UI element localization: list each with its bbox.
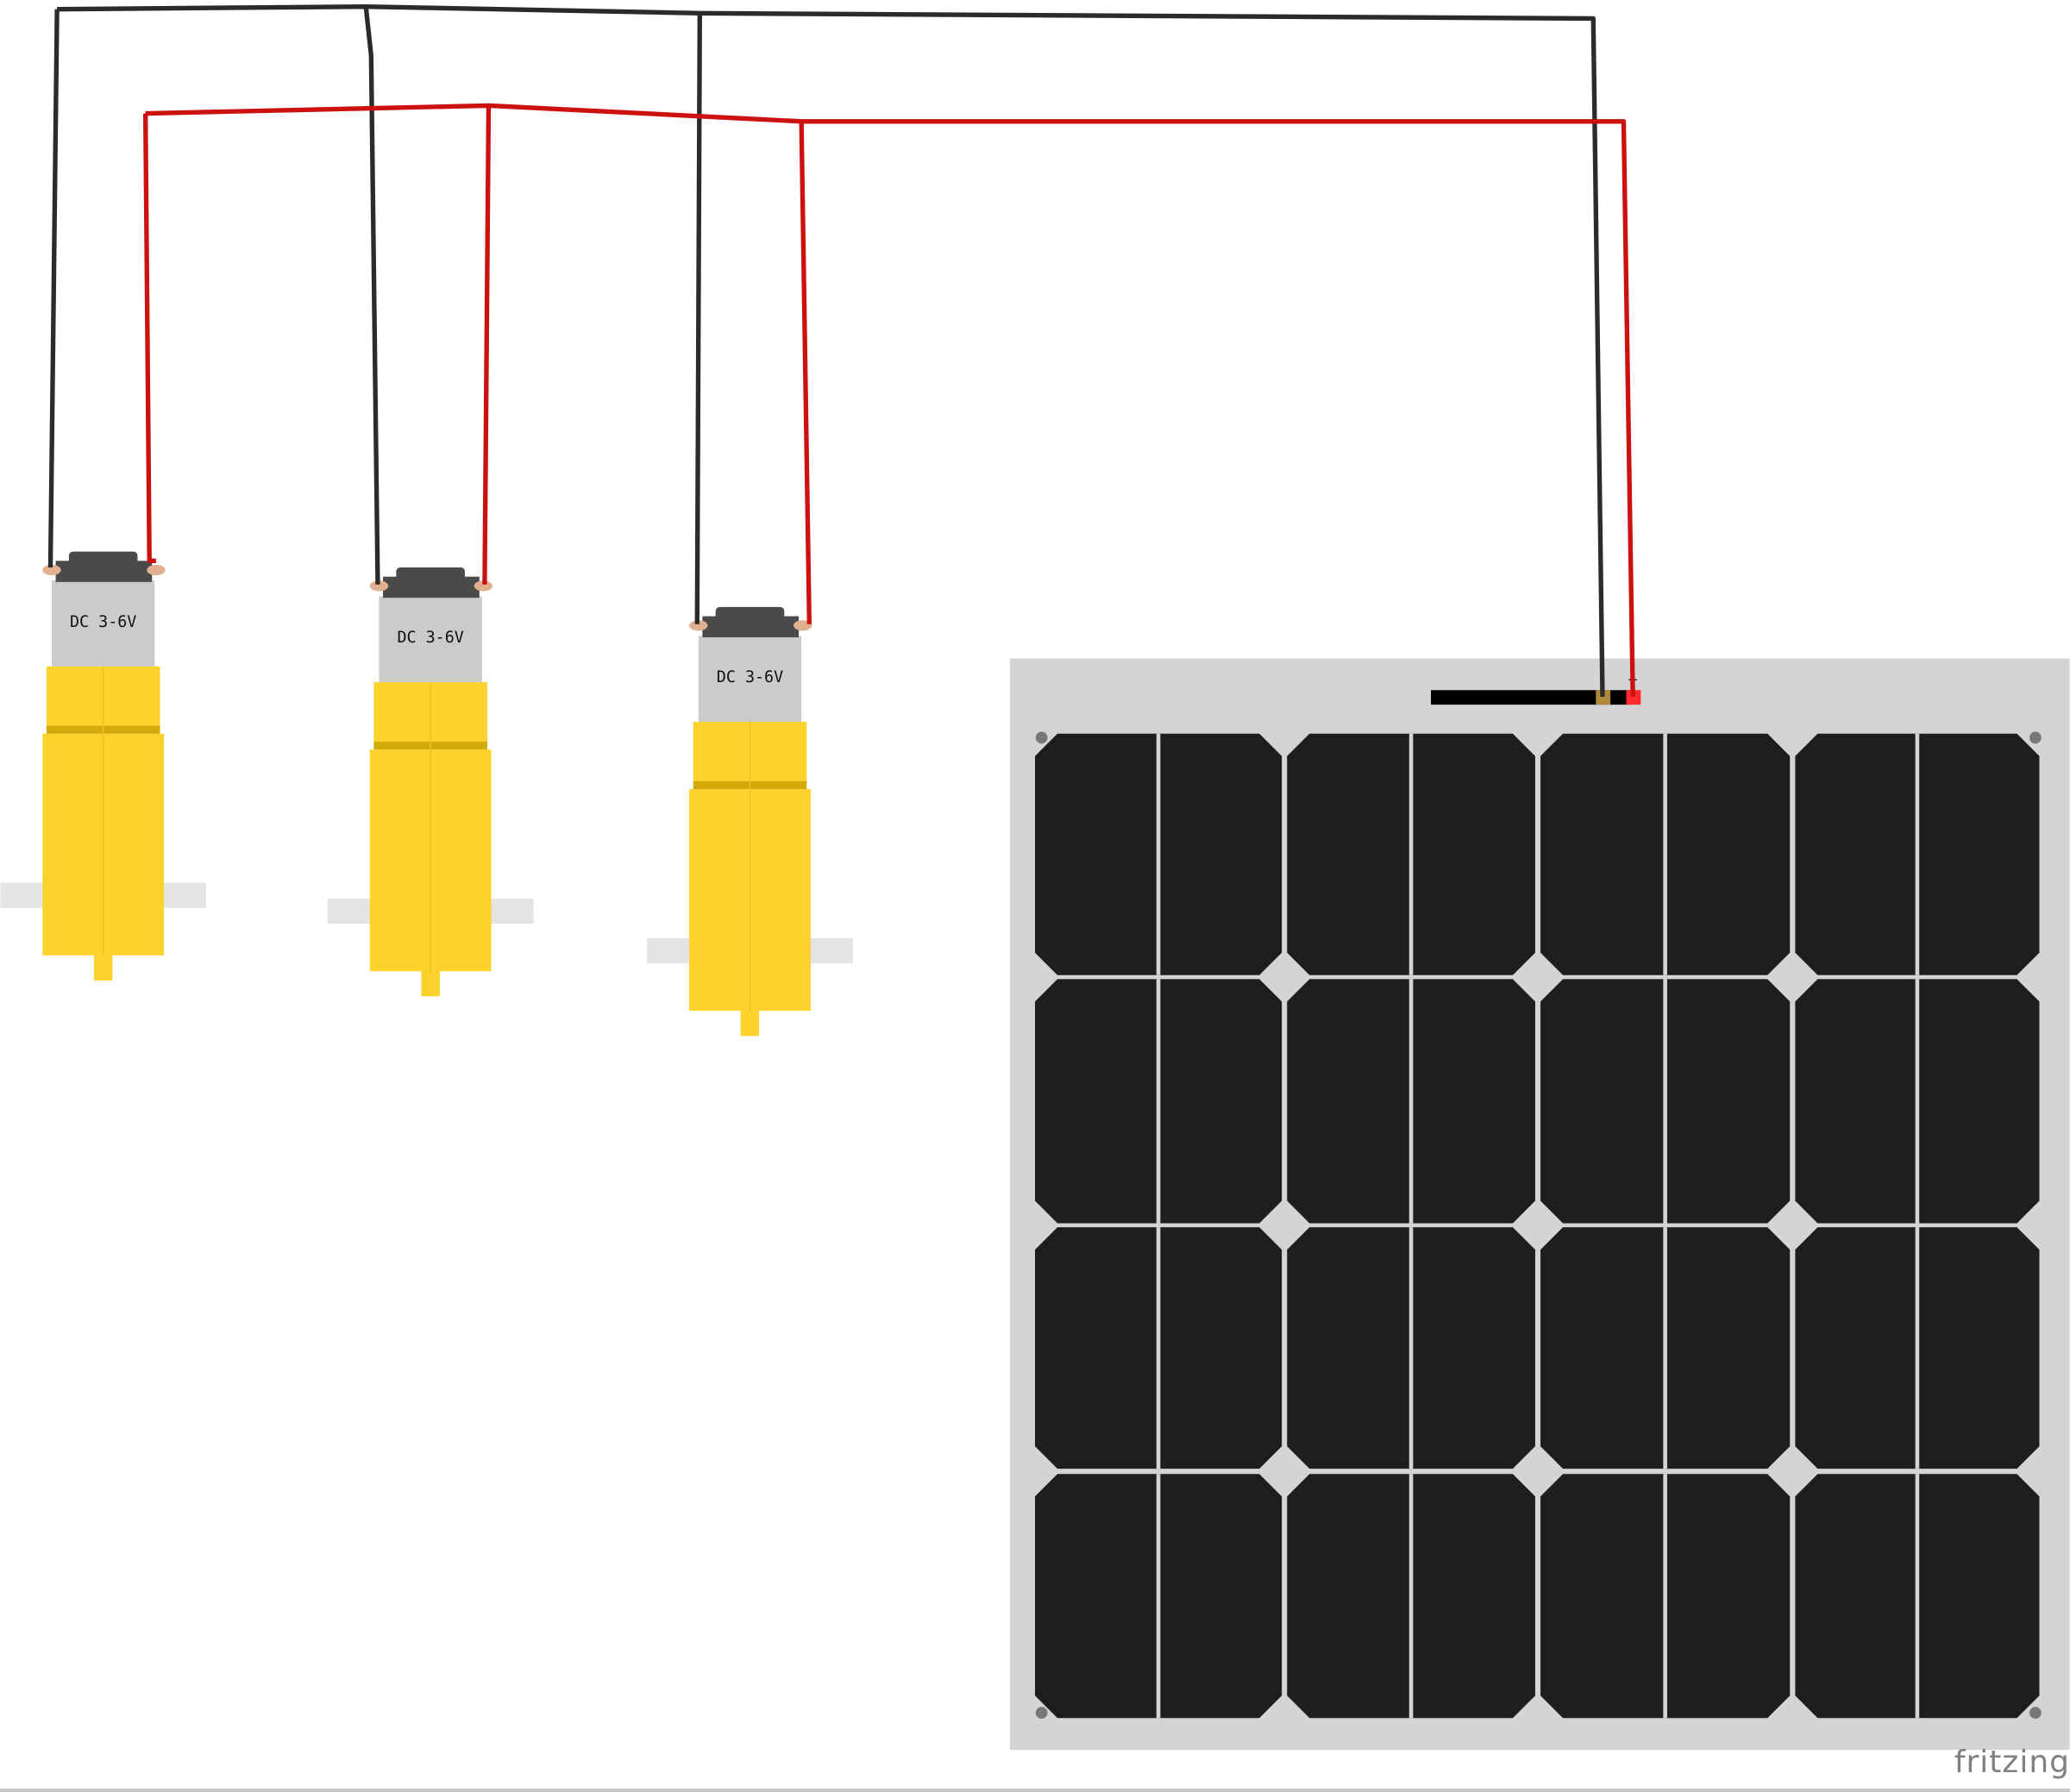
wire-negative-motor-3[interactable]	[694, 13, 703, 624]
wire-positive-motor-2[interactable]	[482, 105, 492, 585]
motor-body	[379, 596, 482, 683]
wire-negative-motor-2[interactable]	[363, 6, 380, 585]
motor-cap-top	[396, 567, 465, 581]
dc-motor[interactable]: DC 3-6V	[327, 567, 534, 997]
solar-panel[interactable]: -+	[1009, 658, 2070, 1751]
motor-label: DC 3-6V	[70, 613, 136, 631]
negative-terminal[interactable]	[1596, 690, 1611, 705]
mounting-hole	[2029, 1707, 2042, 1720]
positive-terminal[interactable]	[1626, 690, 1641, 705]
terminal-strip	[1431, 690, 1632, 705]
motor-cap-top	[715, 606, 785, 621]
dc-motor[interactable]: DC 3-6V	[647, 606, 853, 1037]
motor-pin-left[interactable]	[42, 564, 61, 576]
motor-body	[698, 636, 802, 723]
wire-positive-motor-3[interactable]	[799, 121, 812, 624]
bottom-divider	[0, 1789, 2070, 1792]
motor-shaft	[93, 949, 113, 981]
wire-positive-bus[interactable]	[145, 103, 1635, 697]
motor-pin-left[interactable]	[689, 620, 708, 631]
mounting-hole	[2029, 731, 2042, 744]
wires	[47, 3, 1635, 697]
motor-label: DC 3-6V	[717, 668, 783, 686]
dc-motor[interactable]: DC 3-6V	[0, 551, 207, 981]
fritzing-logo: fritzing	[1954, 1745, 2070, 1780]
mounting-hole	[1035, 731, 1048, 744]
motor-label: DC 3-6V	[397, 629, 463, 647]
motors: DC 3-6V DC 3-6V DC 3-6V	[0, 551, 853, 1037]
wire-negative-motor-1[interactable]	[47, 9, 60, 568]
motor-shaft	[421, 966, 440, 997]
motor-pin-left[interactable]	[369, 580, 389, 592]
motor-shaft	[740, 1006, 760, 1037]
motor-pin-right[interactable]	[474, 580, 493, 592]
wire-positive-motor-1[interactable]	[142, 113, 156, 564]
motor-body	[52, 580, 155, 667]
motor-cap-top	[68, 551, 138, 565]
motor-pin-right[interactable]	[147, 564, 166, 576]
mounting-hole	[1035, 1707, 1048, 1720]
